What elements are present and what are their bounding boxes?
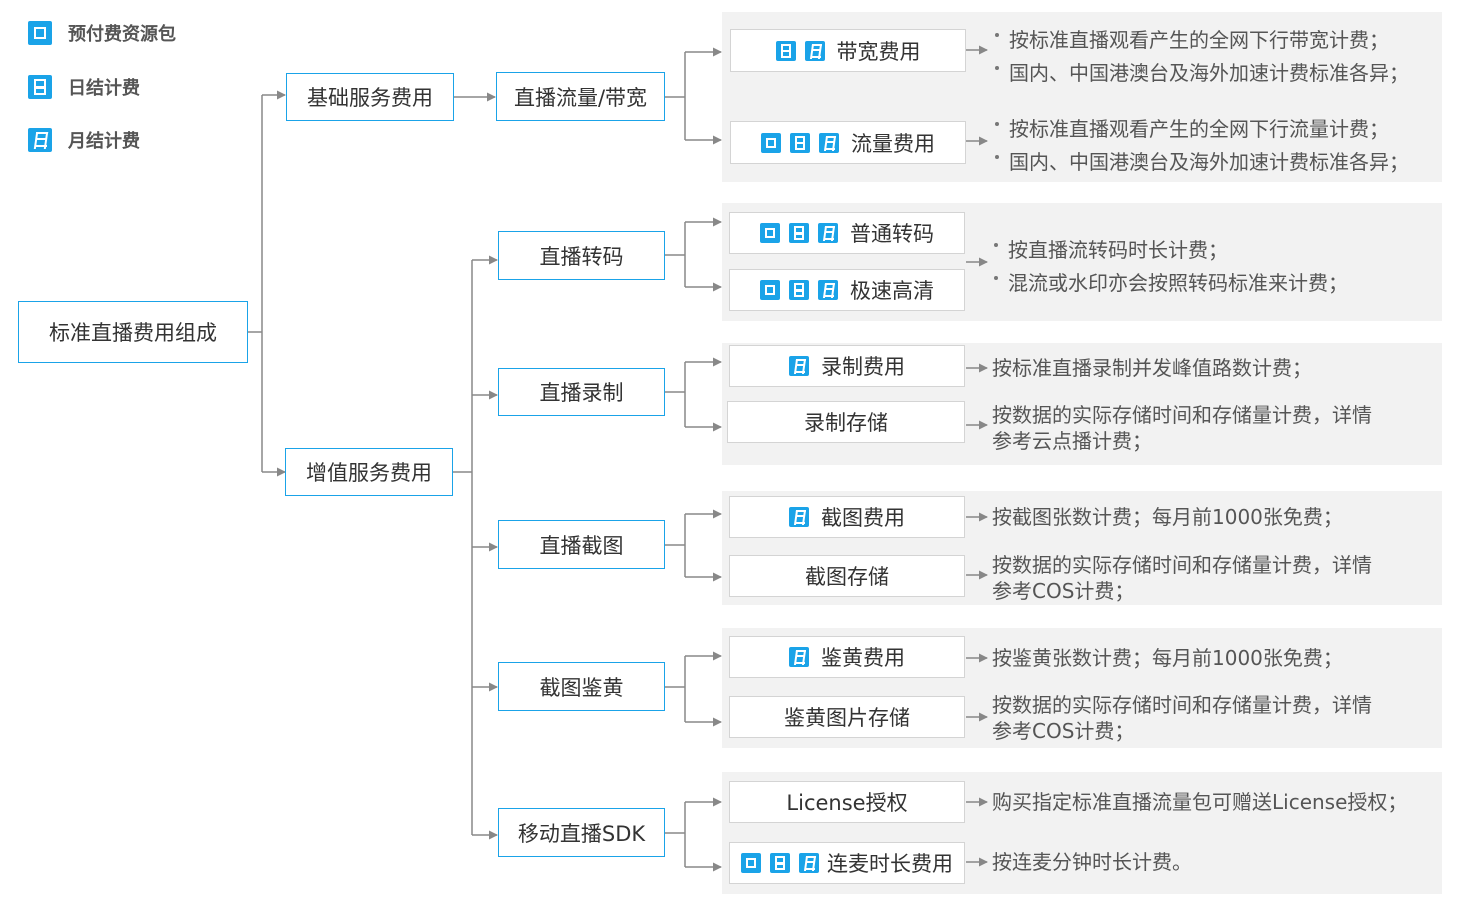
legend-daily: 日结计费	[28, 74, 140, 100]
record-fee-desc: 按标准直播录制并发峰值路数计费；	[992, 355, 1312, 381]
monthly-icon	[28, 128, 52, 152]
prepaid-icon	[761, 132, 781, 153]
snapshot-fee-label: 截图费用	[821, 506, 905, 530]
desc-line: 按标准直播观看产生的全网下行带宽计费；	[995, 27, 1409, 53]
stream-node: 直播流量/带宽	[496, 72, 665, 121]
basic-service-node: 基础服务费用	[286, 73, 454, 121]
bandwidth-fee-node: 带宽费用	[730, 29, 966, 72]
mic-duration-label: 连麦时长费用	[827, 852, 953, 876]
monthly-icon	[819, 132, 839, 153]
desc-line: 参考COS计费；	[992, 579, 1135, 603]
prepaid-icon	[28, 21, 52, 45]
sdk-node: 移动直播SDK	[498, 808, 665, 857]
desc-line: 参考COS计费；	[992, 719, 1135, 743]
daily-icon	[789, 280, 809, 300]
traffic-fee-label: 流量费用	[851, 131, 935, 156]
fast-hd-node: 极速高清	[729, 269, 965, 311]
desc-line: 国内、中国港澳台及海外加速计费标准各异；	[995, 60, 1409, 86]
value-added-node: 增值服务费用	[285, 448, 453, 496]
desc-line: 按标准直播录制并发峰值路数计费；	[992, 356, 1312, 380]
record-storage-desc: 按数据的实际存储时间和存储量计费，详情 参考云点播计费；	[992, 402, 1372, 454]
daily-icon	[775, 40, 796, 61]
record-storage-node: 录制存储	[727, 401, 965, 443]
traffic-fee-node: 流量费用	[730, 121, 966, 164]
snapshot-storage-label: 截图存储	[805, 565, 889, 589]
porn-fee-desc: 按鉴黄张数计费；每月前1000张免费；	[992, 645, 1343, 671]
snapshot-fee-node: 截图费用	[729, 496, 965, 538]
desc-line: 参考云点播计费；	[992, 429, 1152, 453]
traffic-desc: 按标准直播观看产生的全网下行流量计费； 国内、中国港澳台及海外加速计费标准各异；	[995, 116, 1409, 175]
license-label: License授权	[786, 791, 908, 815]
porn-fee-label: 鉴黄费用	[821, 646, 905, 670]
legend-monthly-label: 月结计费	[68, 131, 140, 152]
transcode-node: 直播转码	[498, 231, 665, 280]
mic-desc: 按连麦分钟时长计费。	[992, 849, 1192, 875]
monthly-icon	[789, 356, 809, 376]
fast-hd-label: 极速高清	[850, 279, 934, 303]
snapshot-storage-desc: 按数据的实际存储时间和存储量计费，详情 参考COS计费；	[992, 552, 1372, 604]
desc-line: 按连麦分钟时长计费。	[992, 850, 1192, 874]
record-fee-node: 录制费用	[729, 345, 965, 387]
daily-icon	[770, 853, 790, 873]
monthly-icon	[799, 853, 819, 873]
legend-prepaid-label: 预付费资源包	[68, 24, 176, 45]
bandwidth-fee-label: 带宽费用	[836, 39, 921, 64]
desc-line: 购买指定标准直播流量包可赠送License授权；	[992, 790, 1408, 814]
porn-fee-node: 鉴黄费用	[729, 636, 965, 678]
desc-line: 按数据的实际存储时间和存储量计费，详情	[992, 553, 1372, 577]
prepaid-icon	[760, 223, 780, 243]
desc-line: 按数据的实际存储时间和存储量计费，详情	[992, 403, 1372, 427]
desc-line: 国内、中国港澳台及海外加速计费标准各异；	[995, 149, 1409, 175]
record-node: 直播录制	[498, 368, 665, 416]
record-storage-label: 录制存储	[804, 411, 888, 435]
porn-storage-node: 鉴黄图片存储	[729, 696, 965, 738]
monthly-icon	[804, 40, 825, 61]
desc-line: 按直播流转码时长计费；	[994, 237, 1348, 263]
daily-icon	[789, 223, 809, 243]
prepaid-icon	[760, 280, 780, 300]
normal-transcode-label: 普通转码	[850, 222, 934, 246]
mic-duration-node: 连麦时长费用	[729, 842, 965, 884]
porn-storage-label: 鉴黄图片存储	[784, 706, 910, 730]
normal-transcode-node: 普通转码	[729, 212, 965, 254]
root-node: 标准直播费用组成	[18, 301, 248, 363]
desc-line: 按鉴黄张数计费；每月前1000张免费；	[992, 646, 1343, 670]
desc-line: 按标准直播观看产生的全网下行流量计费；	[995, 116, 1409, 142]
monthly-icon	[818, 223, 838, 243]
bandwidth-desc: 按标准直播观看产生的全网下行带宽计费； 国内、中国港澳台及海外加速计费标准各异；	[995, 27, 1409, 86]
snapshot-fee-desc: 按截图张数计费；每月前1000张免费；	[992, 504, 1343, 530]
porn-storage-desc: 按数据的实际存储时间和存储量计费，详情 参考COS计费；	[992, 692, 1372, 744]
snapshot-node: 直播截图	[498, 520, 665, 569]
snapshot-storage-node: 截图存储	[729, 555, 965, 597]
desc-line: 按截图张数计费；每月前1000张免费；	[992, 505, 1343, 529]
daily-icon	[790, 132, 810, 153]
legend-monthly: 月结计费	[28, 127, 140, 153]
daily-icon	[28, 75, 52, 99]
monthly-icon	[818, 280, 838, 300]
license-node: License授权	[729, 781, 965, 823]
porn-detect-node: 截图鉴黄	[498, 662, 665, 711]
transcode-desc: 按直播流转码时长计费； 混流或水印亦会按照转码标准来计费；	[994, 237, 1348, 296]
monthly-icon	[789, 507, 809, 527]
license-desc: 购买指定标准直播流量包可赠送License授权；	[992, 789, 1407, 815]
legend-daily-label: 日结计费	[68, 78, 140, 99]
desc-line: 按数据的实际存储时间和存储量计费，详情	[992, 693, 1372, 717]
desc-line: 混流或水印亦会按照转码标准来计费；	[994, 270, 1348, 296]
monthly-icon	[789, 647, 809, 667]
record-fee-label: 录制费用	[821, 355, 905, 379]
prepaid-icon	[741, 853, 761, 873]
legend-prepaid: 预付费资源包	[28, 20, 176, 46]
